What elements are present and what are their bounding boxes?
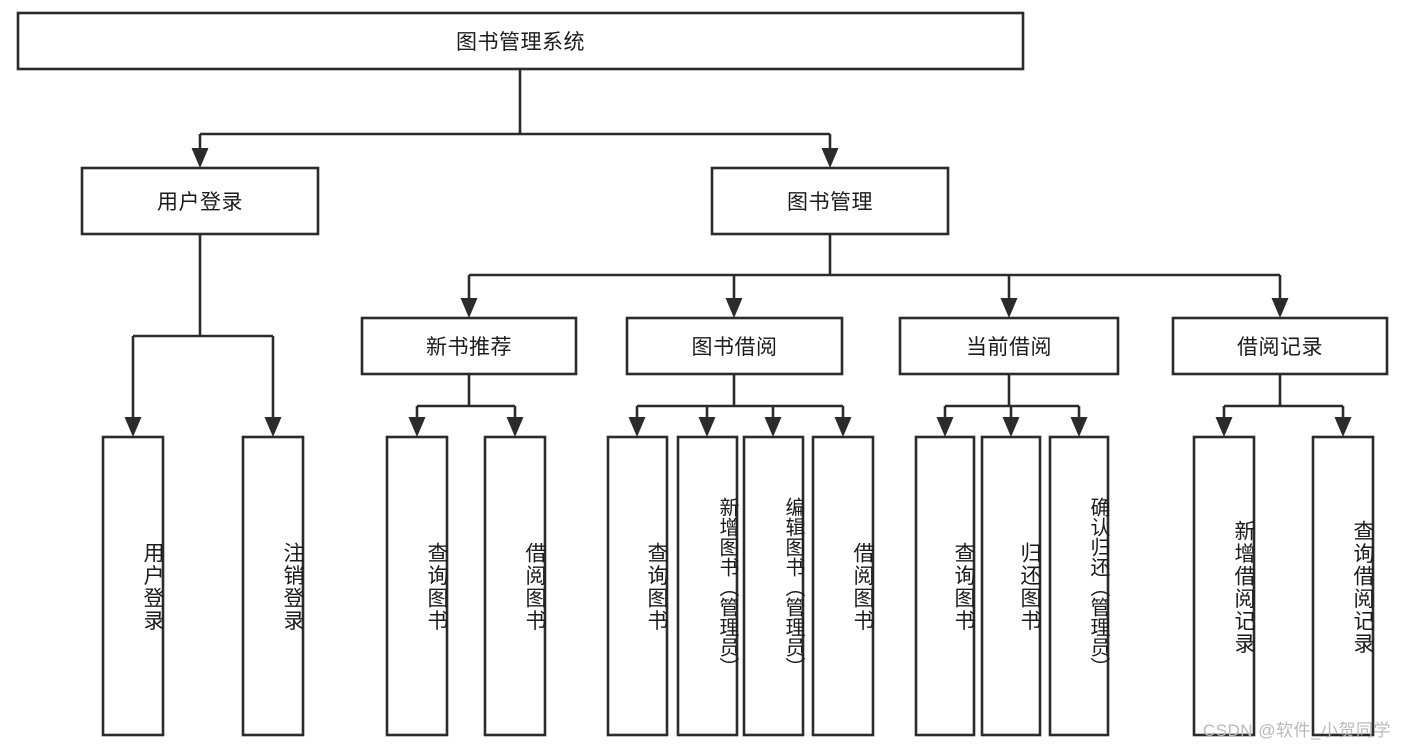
arrow-head-icon <box>264 417 282 437</box>
node-box-leaf-borrow-book-2[interactable] <box>811 435 875 737</box>
node-box-leaf-query-book-2[interactable] <box>606 435 669 737</box>
node-box-leaf-confirm-return[interactable] <box>1048 435 1110 737</box>
arrow-head-icon <box>1334 417 1352 437</box>
node-box-current-borrow[interactable] <box>898 316 1120 376</box>
node-box-leaf-borrow-book-1[interactable] <box>483 435 547 737</box>
arrow-head-icon <box>628 417 646 437</box>
node-box-leaf-query-book-1[interactable] <box>385 435 449 737</box>
node-box-leaf-add-borrow-record[interactable] <box>1192 435 1256 737</box>
node-box-leaf-query-borrow-record[interactable] <box>1311 435 1375 737</box>
arrow-head-icon <box>1002 417 1020 437</box>
arrow-head-icon <box>1000 298 1018 318</box>
arrow-head-icon <box>936 417 954 437</box>
node-box-user-login[interactable] <box>80 166 320 236</box>
node-box-leaf-query-book-3[interactable] <box>914 435 976 737</box>
arrow-head-icon <box>1271 298 1289 318</box>
edges-layer <box>124 69 1352 437</box>
arrow-head-icon <box>821 148 839 168</box>
arrow-head-icon <box>191 148 209 168</box>
node-box-book-borrow[interactable] <box>625 316 844 376</box>
node-box-root[interactable] <box>16 11 1025 71</box>
arrow-head-icon <box>460 298 478 318</box>
arrow-head-icon <box>124 417 142 437</box>
node-box-leaf-return-book[interactable] <box>980 435 1042 737</box>
node-box-new-book-recommend[interactable] <box>360 316 578 376</box>
arrow-head-icon <box>764 417 782 437</box>
arrow-head-icon <box>1070 417 1088 437</box>
node-box-leaf-logout-login[interactable] <box>241 435 305 737</box>
node-box-book-manage[interactable] <box>710 166 950 236</box>
node-box-leaf-add-book[interactable] <box>676 435 739 737</box>
arrow-head-icon <box>834 417 852 437</box>
arrow-head-icon <box>506 417 524 437</box>
node-box-borrow-record[interactable] <box>1171 316 1389 376</box>
watermark-text: CSDN @软件_小贺同学 <box>1202 721 1391 740</box>
arrow-head-icon <box>698 417 716 437</box>
arrow-head-icon <box>408 417 426 437</box>
node-box-leaf-edit-book[interactable] <box>742 435 805 737</box>
arrow-head-icon <box>725 298 743 318</box>
nodes-layer <box>16 11 1389 737</box>
node-box-leaf-user-login[interactable] <box>101 435 165 737</box>
arrow-head-icon <box>1215 417 1233 437</box>
